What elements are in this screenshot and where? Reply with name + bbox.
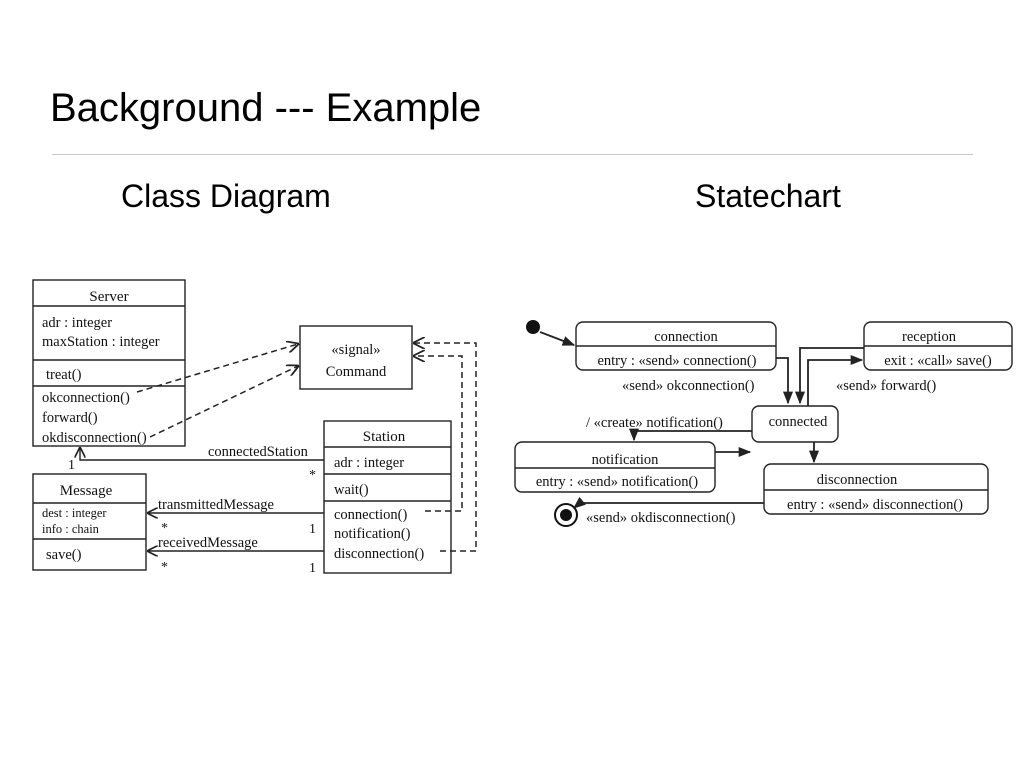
station-class: Station adr : integer wait() connection(…	[323, 420, 452, 574]
class-diagram-heading: Class Diagram	[121, 178, 331, 214]
message-operation: save()	[46, 547, 82, 563]
initial-transition	[539, 331, 576, 346]
state-action: entry : «send» notification()	[536, 474, 698, 490]
initial-state-icon	[526, 320, 540, 334]
state-reception: reception exit : «call» save()	[863, 321, 1013, 371]
server-signal: okdisconnection()	[42, 430, 147, 446]
multiplicity-label: *	[309, 468, 316, 483]
state-name: connected	[769, 414, 829, 430]
okconnection-transition	[776, 357, 794, 405]
multiplicity-label: 1	[309, 522, 316, 537]
slide-title: Background --- Example	[50, 86, 482, 130]
state-connected: connected	[751, 405, 839, 443]
server-signal: okconnection()	[42, 390, 130, 406]
state-action: entry : «send» connection()	[597, 353, 756, 369]
connected-station-association	[80, 448, 324, 461]
connected-to-reception-transition	[807, 354, 864, 406]
title-divider	[52, 154, 973, 155]
create-notification-transition-label: / «create» notification()	[586, 415, 723, 431]
transmitted-message-label: transmittedMessage	[158, 497, 274, 513]
forward-transition-label: «send» forward()	[836, 378, 936, 394]
station-signal: notification()	[334, 526, 411, 542]
message-attribute: info : chain	[42, 522, 100, 536]
final-state-icon	[554, 503, 578, 527]
station-signal: disconnection()	[334, 546, 424, 562]
command-class-name: Command	[326, 364, 387, 380]
multiplicity-label: *	[161, 560, 168, 575]
state-action: entry : «send» disconnection()	[787, 497, 963, 513]
station-attribute: adr : integer	[334, 455, 404, 471]
state-name: connection	[654, 329, 718, 345]
server-operation: treat()	[46, 367, 82, 383]
server-attribute: maxStation : integer	[42, 334, 160, 350]
state-disconnection: disconnection entry : «send» disconnecti…	[763, 463, 989, 515]
station-operation: wait()	[334, 482, 369, 498]
multiplicity-label: *	[161, 521, 168, 536]
command-stereotype: «signal»	[331, 342, 380, 358]
server-class-name: Server	[89, 289, 128, 305]
message-attribute: dest : integer	[42, 506, 107, 520]
server-attribute: adr : integer	[42, 315, 112, 331]
station-signal: connection()	[334, 507, 407, 523]
server-sends-command-dependency	[136, 344, 298, 393]
state-name: reception	[902, 329, 957, 345]
server-signal: forward()	[42, 410, 98, 426]
okdisconnection-transition-label: «send» okdisconnection()	[586, 510, 736, 526]
multiplicity-label: 1	[309, 561, 316, 576]
station-sends-command-dependency	[414, 356, 463, 512]
station-sends-command-dependency	[414, 343, 477, 552]
message-class: Message dest : integer info : chain save…	[32, 473, 147, 571]
create-notification-transition	[628, 428, 752, 442]
station-class-name: Station	[363, 429, 406, 445]
okconnection-transition-label: «send» okconnection()	[622, 378, 755, 394]
state-name: disconnection	[817, 472, 898, 488]
multiplicity-label: 1	[68, 458, 75, 473]
server-sends-command-dependency	[149, 366, 298, 438]
received-message-label: receivedMessage	[158, 535, 258, 551]
state-action: exit : «call» save()	[884, 353, 992, 369]
forward-transition	[794, 347, 864, 405]
state-connection: connection entry : «send» connection()	[575, 321, 777, 371]
connected-station-label: connectedStation	[208, 444, 309, 460]
message-class-name: Message	[60, 483, 113, 499]
state-notification: notification entry : «send» notification…	[514, 441, 716, 493]
state-name: notification	[592, 452, 660, 468]
server-class: Server adr : integer maxStation : intege…	[32, 279, 186, 447]
statechart-heading: Statechart	[695, 178, 841, 214]
command-signal-class: «signal» Command	[299, 325, 413, 390]
okdisconnection-transition	[573, 496, 764, 509]
